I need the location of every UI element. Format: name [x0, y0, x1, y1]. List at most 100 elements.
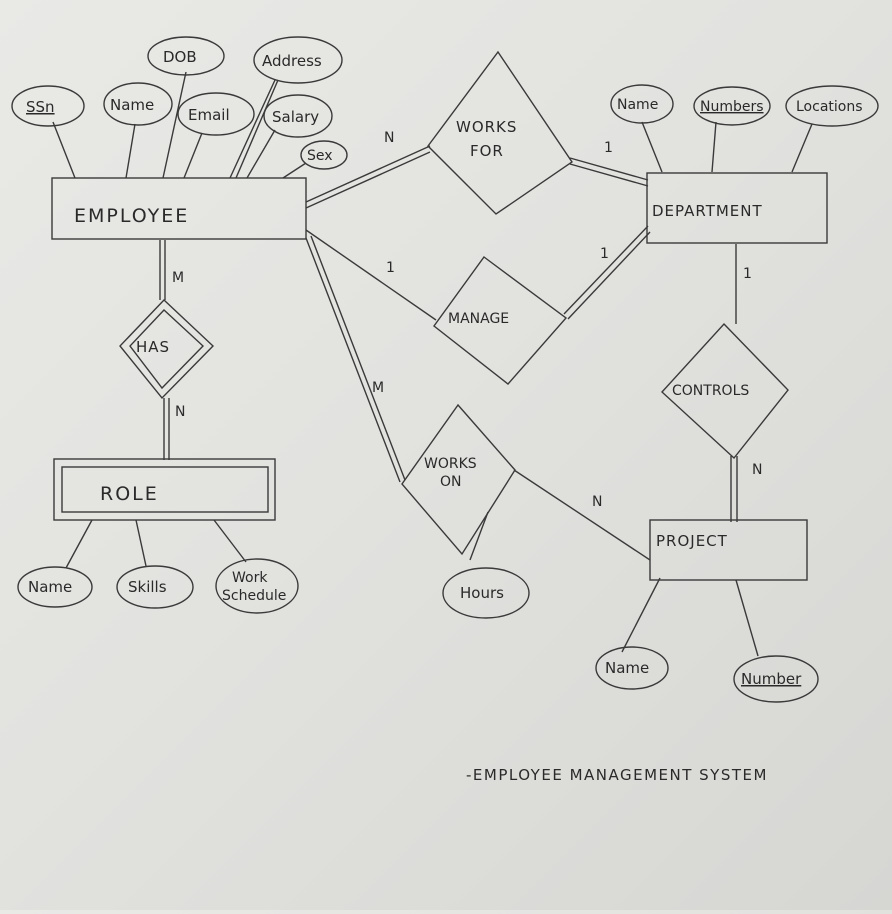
department-name-label: Name: [617, 97, 658, 113]
manage-diamond: [433, 256, 568, 385]
works-on-label-2: ON: [440, 474, 462, 490]
employee-label: EMPLOYEE: [74, 205, 189, 227]
diagram-caption: -EMPLOYEE MANAGEMENT SYSTEM: [466, 766, 768, 784]
line-proj-name: [621, 577, 661, 653]
works-on-label-1: WORKS: [424, 456, 477, 472]
skills-label: Skills: [128, 578, 167, 596]
cardinality-has-role: N: [175, 404, 185, 420]
manage-label: MANAGE: [448, 311, 509, 327]
line-emp-workson: [305, 237, 401, 483]
email-label: Email: [188, 106, 230, 124]
attribute-role-name: Name: [17, 566, 93, 608]
entity-project: PROJECT: [649, 519, 808, 581]
line-dob: [162, 71, 187, 179]
works-for-diamond: [427, 50, 573, 215]
cardinality-controls-project: N: [752, 462, 762, 478]
works-for-label-1: WORKS: [456, 118, 517, 136]
attribute-hours: Hours: [442, 567, 530, 619]
role-box-outer: [53, 458, 276, 521]
attribute-address: Address: [253, 36, 343, 84]
line-proj-number: [735, 579, 759, 657]
line-worksfor-dept: [569, 157, 649, 181]
has-label: HAS: [136, 338, 170, 356]
attribute-salary: Salary: [263, 94, 333, 138]
line-salary: [246, 129, 276, 179]
cardinality-works-for-department: 1: [604, 140, 613, 156]
salary-label: Salary: [272, 108, 319, 126]
cardinality-has-employee: M: [172, 270, 184, 286]
attribute-email: Email: [177, 92, 255, 136]
work-schedule-label-2: Schedule: [222, 588, 286, 604]
attribute-numbers: Numbers: [693, 86, 771, 126]
line-workson-project: [513, 469, 651, 561]
relationship-works-for: WORKS FOR: [427, 50, 573, 215]
line-emp-worksfor: [305, 145, 431, 203]
line-address: [229, 79, 276, 179]
has-diamond-outer: [119, 299, 215, 400]
cardinality-manage-department: 1: [600, 246, 609, 262]
cardinality-works-for-employee: N: [384, 130, 394, 146]
cardinality-works-on-employee: M: [372, 380, 384, 396]
cardinality-labels: N 1 1 1 M N M N 1 N: [172, 130, 762, 510]
attribute-skills: Skills: [116, 565, 194, 609]
line-address-2: [235, 79, 279, 179]
controls-label: CONTROLS: [672, 383, 749, 399]
department-box: [646, 172, 828, 244]
line-schedule: [213, 519, 247, 563]
works-on-diamond: [401, 403, 516, 556]
connector-lines: [52, 71, 813, 657]
project-box: [649, 519, 808, 581]
controls-diamond: [661, 322, 789, 460]
attribute-project-name: Name: [595, 646, 669, 690]
has-diamond-inner: [129, 309, 205, 390]
cardinality-manage-employee: 1: [386, 260, 395, 276]
attribute-department-name: Name: [610, 84, 674, 124]
relationship-controls: CONTROLS: [661, 322, 789, 460]
entity-role: ROLE: [53, 458, 276, 521]
attribute-work-schedule: Work Schedule: [215, 558, 299, 614]
line-skills: [135, 519, 147, 567]
cardinality-controls-department: 1: [743, 266, 752, 282]
project-name-label: Name: [605, 659, 649, 677]
attribute-ssn: SSn: [11, 85, 85, 127]
line-hours: [469, 511, 489, 561]
line-dept-name: [641, 121, 663, 173]
line-email: [183, 132, 203, 179]
role-name-label: Name: [28, 578, 72, 596]
attribute-employee-name: Name: [103, 82, 173, 126]
line-numbers: [711, 121, 717, 173]
line-sex: [282, 162, 307, 179]
project-number-label: Number: [741, 670, 802, 688]
attribute-locations: Locations: [785, 85, 879, 127]
project-label: PROJECT: [656, 532, 728, 550]
attribute-sex: Sex: [300, 140, 348, 170]
line-locations: [791, 123, 813, 173]
ssn-label: SSn: [26, 98, 55, 116]
entity-employee: EMPLOYEE: [51, 177, 307, 240]
line-emp-manage: [305, 229, 437, 321]
sex-label: Sex: [307, 148, 333, 164]
work-schedule-label-1: Work: [232, 570, 268, 586]
works-for-label-2: FOR: [470, 142, 504, 160]
attribute-project-number: Number: [733, 655, 819, 703]
dob-label: DOB: [163, 48, 197, 66]
line-emp-name: [125, 123, 136, 179]
role-label: ROLE: [100, 483, 159, 505]
relationship-manage: MANAGE: [433, 256, 568, 385]
numbers-label: Numbers: [700, 99, 764, 115]
line-role-name: [65, 519, 93, 569]
cardinality-works-on-project: N: [592, 494, 602, 510]
employee-box: [51, 177, 307, 240]
department-label: DEPARTMENT: [652, 202, 763, 220]
relationship-has: HAS: [119, 299, 215, 400]
locations-label: Locations: [796, 99, 863, 115]
role-box-inner: [61, 466, 269, 513]
line-ssn: [52, 121, 76, 179]
relationship-works-on: WORKS ON: [401, 403, 516, 556]
entity-department: DEPARTMENT: [646, 172, 828, 244]
line-manage-dept: [563, 225, 649, 315]
attribute-dob: DOB: [147, 36, 225, 76]
hours-label: Hours: [460, 584, 504, 602]
